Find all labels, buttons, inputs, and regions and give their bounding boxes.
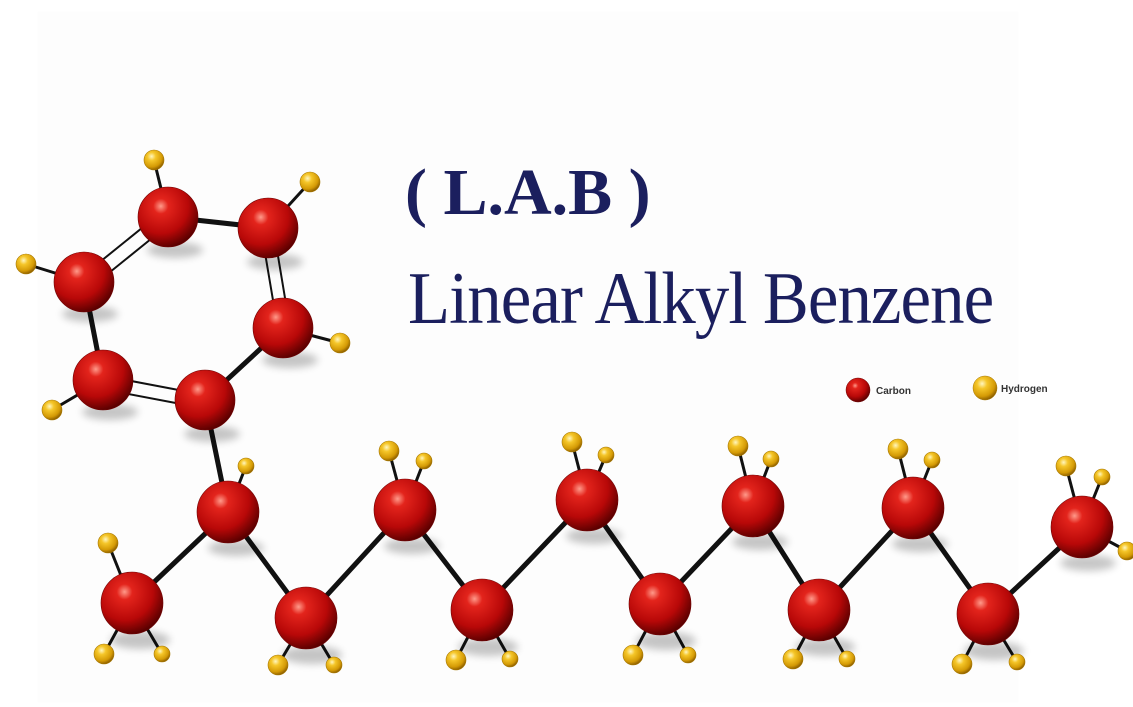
legend: Carbon Hydrogen — [845, 375, 1048, 403]
legend-hydrogen-swatch — [972, 375, 998, 401]
title-full-name: Linear Alkyl Benzene — [408, 258, 994, 340]
carbon-atoms — [53, 186, 1114, 650]
legend-carbon-label: Carbon — [876, 386, 911, 397]
legend-carbon-swatch — [845, 377, 871, 403]
atom-shadows — [62, 242, 1116, 664]
legend-hydrogen-label: Hydrogen — [1001, 384, 1048, 395]
title-abbreviation: ( L.A.B ) — [405, 156, 651, 229]
hydrogen-atoms — [15, 149, 1133, 676]
illustration-frame — [38, 12, 1018, 702]
